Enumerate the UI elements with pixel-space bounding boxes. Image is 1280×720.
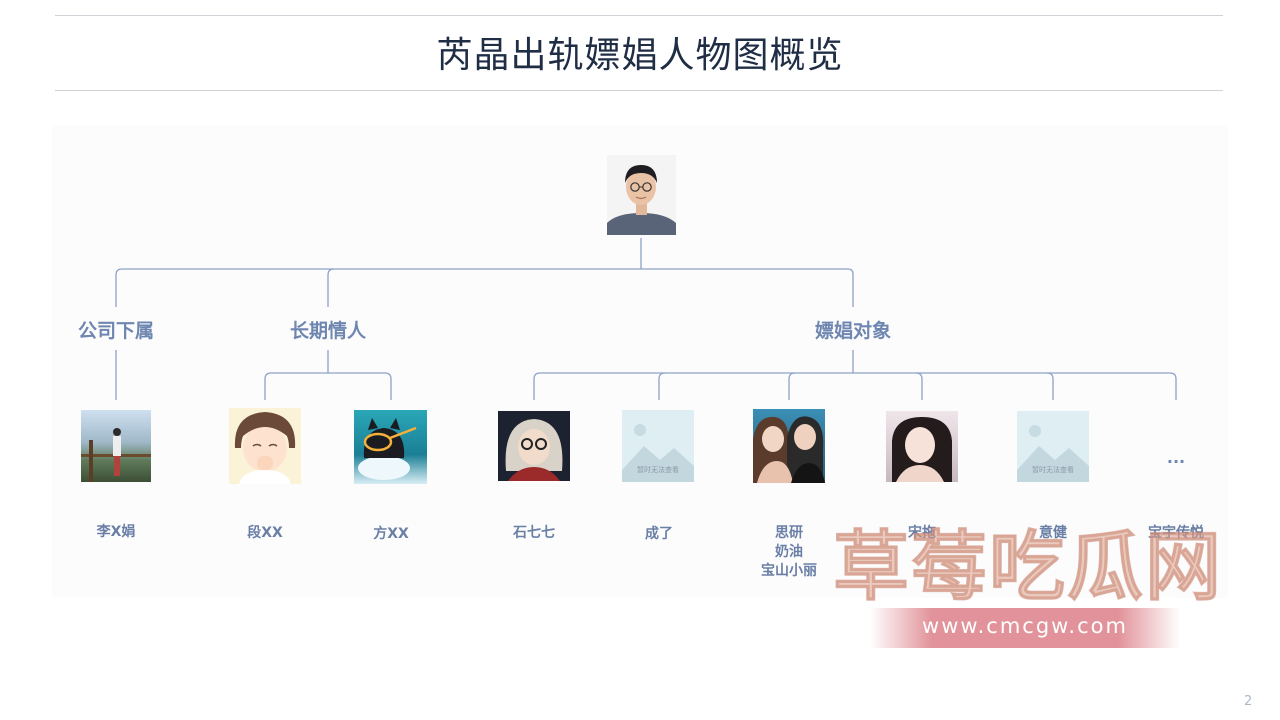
category-subordinate: 公司下属 bbox=[77, 320, 154, 342]
category-lovers: 长期情人 bbox=[289, 320, 366, 342]
photo-p-4 bbox=[886, 411, 958, 482]
name-p-6: 宝宇传悦 bbox=[1148, 525, 1204, 541]
photo-p-3 bbox=[753, 409, 825, 483]
placeholder-caption: 暂时无法查看 bbox=[1032, 465, 1074, 474]
two-women-icon bbox=[753, 416, 825, 483]
cartoon-girl-icon bbox=[234, 412, 296, 484]
name-p-4: 宋拖 bbox=[908, 525, 936, 541]
p5-drop bbox=[1046, 372, 1054, 400]
name-sub-1: 李X娟 bbox=[96, 524, 136, 540]
name-lover-2: 方XX bbox=[373, 526, 409, 542]
more-ellipsis: ... bbox=[1166, 448, 1186, 467]
placeholder-caption: 暂时无法查看 bbox=[637, 465, 679, 474]
photo-p-1 bbox=[498, 411, 570, 481]
photo-p-5-placeholder: 暂时无法查看 bbox=[1017, 411, 1089, 482]
p4-drop bbox=[915, 372, 923, 400]
name-p-3: 思研 奶油 宝山小丽 bbox=[724, 524, 854, 581]
name-p-2: 成了 bbox=[645, 526, 673, 542]
prost-bar bbox=[540, 372, 1177, 400]
name-p-3-line-3: 宝山小丽 bbox=[761, 563, 817, 579]
root-person-photo bbox=[607, 155, 676, 235]
photo-lover-1 bbox=[229, 408, 301, 484]
photo-sub-1 bbox=[81, 410, 151, 482]
name-p-1: 石七七 bbox=[513, 525, 555, 541]
branch-lovers bbox=[327, 268, 335, 307]
name-lover-1: 段XX bbox=[247, 525, 283, 541]
lover1-drop bbox=[264, 372, 272, 400]
photo-lover-2 bbox=[354, 410, 427, 484]
watermark-url: www.cmcgw.com bbox=[922, 614, 1128, 638]
watermark-text: 草莓吃瓜网 bbox=[833, 522, 1223, 612]
p1-drop bbox=[533, 372, 541, 400]
image-placeholder-icon: 暂时无法查看 bbox=[622, 424, 694, 482]
woman-portrait-icon bbox=[892, 417, 952, 482]
person-avatar-icon bbox=[607, 165, 676, 235]
category-prostitution: 嫖娼对象 bbox=[814, 320, 891, 342]
root-bar bbox=[122, 268, 854, 275]
photo-p-2-placeholder: 暂时无法查看 bbox=[622, 410, 694, 482]
name-p-5: 意健 bbox=[1039, 525, 1067, 541]
p3-drop bbox=[788, 372, 796, 400]
outdoor-person-icon bbox=[81, 428, 151, 482]
top-rule bbox=[55, 15, 1223, 16]
page-title: 芮晶出轨嫖娼人物图概览 bbox=[436, 35, 844, 76]
title-rule bbox=[55, 90, 1223, 91]
branch-sub bbox=[115, 268, 123, 307]
anime-character-icon bbox=[505, 419, 563, 481]
lovers-bar bbox=[271, 372, 392, 400]
watermark-url-bar: www.cmcgw.com bbox=[870, 608, 1180, 648]
p2-drop bbox=[658, 372, 666, 400]
image-placeholder-icon: 暂时无法查看 bbox=[1017, 425, 1089, 482]
name-p-3-line-2: 奶油 bbox=[775, 544, 803, 560]
page-number: 2 bbox=[1244, 694, 1253, 709]
name-p-3-line-1: 思研 bbox=[775, 525, 803, 541]
cat-racket-icon bbox=[358, 418, 417, 480]
